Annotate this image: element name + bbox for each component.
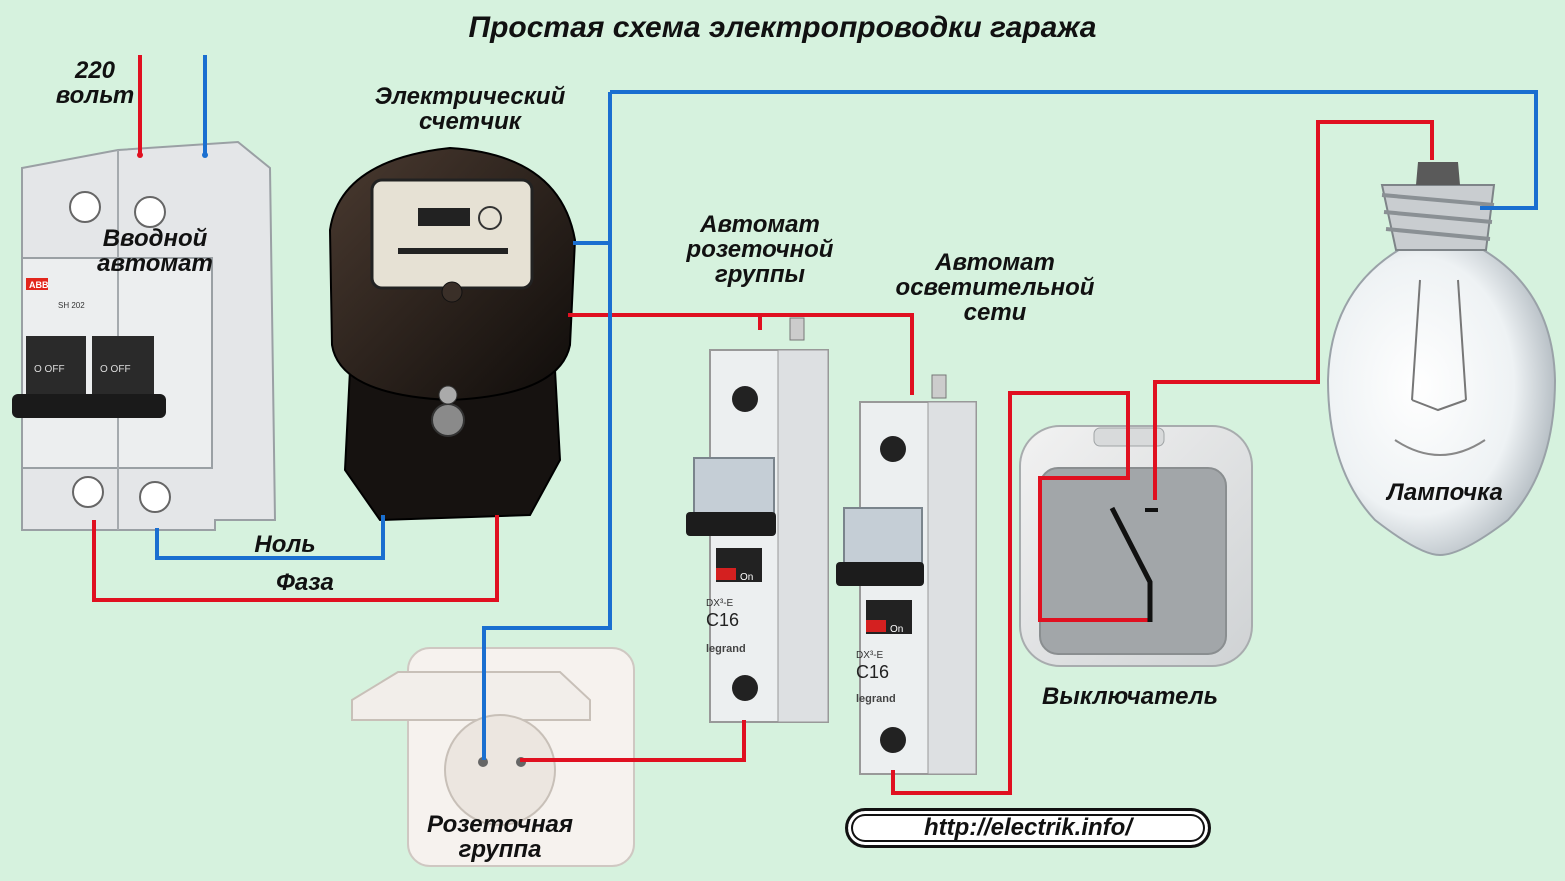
socket-breaker-label-line-3: группы — [714, 261, 805, 289]
rating-marking-1: C16 — [706, 610, 739, 630]
off-marking-1: O OFF — [34, 364, 65, 375]
phase-label: Фаза — [276, 569, 334, 596]
socket-label-line-2: группа — [458, 836, 542, 864]
abb-logo: ABB — [29, 280, 49, 290]
diagram-title: Простая схема электропроводки гаража — [468, 11, 1097, 44]
wire-terminals — [137, 152, 208, 158]
off-marking-2: O OFF — [100, 364, 131, 375]
socket-label-line-1: Розеточная — [426, 811, 574, 838]
phase-wires — [92, 55, 1434, 795]
main-breaker-label: Вводной автомат — [70, 225, 240, 278]
socket-breaker-label-line-1: Автомат — [700, 211, 820, 238]
source-url-link[interactable]: http://electrik.info/ — [845, 808, 1211, 848]
meter-label-line-2: счетчик — [419, 108, 521, 136]
lighting-breaker-label-line-1: Автомат — [935, 249, 1055, 276]
series-marking-1: DX³-E — [706, 598, 734, 609]
main-breaker-label-line-2: автомат — [97, 250, 213, 278]
lighting-breaker: On DX³-E C16 legrand — [836, 374, 977, 775]
main-breaker-label-line-1: Вводной — [102, 225, 208, 252]
lighting-breaker-label-line-2: осветительной — [895, 274, 1095, 302]
meter-label: Электрический счетчик — [330, 83, 610, 136]
lighting-breaker-label-line-3: сети — [963, 299, 1027, 327]
electric-meter — [328, 146, 577, 522]
meter-label-line-1: Электрический — [374, 83, 566, 110]
main-breaker: ABB SH 202 O OFF O OFF — [12, 140, 277, 531]
input-voltage-label: 220 вольт — [40, 57, 150, 110]
legrand-logo-1: legrand — [706, 643, 746, 655]
lamp-label: Лампочка — [1387, 479, 1503, 506]
socket-label: Розеточная группа — [400, 811, 600, 864]
on-marking-2: On — [890, 624, 903, 635]
input-voltage-line-2: вольт — [55, 82, 135, 110]
on-marking-1: On — [740, 572, 753, 583]
input-voltage-line-1: 220 — [74, 57, 116, 84]
switch-label: Выключатель — [1042, 683, 1218, 710]
neutral-wires — [155, 55, 1538, 760]
socket-breaker-label-line-2: розеточной — [686, 236, 834, 264]
socket-breaker-label: Автомат розеточной группы — [660, 212, 860, 288]
lighting-breaker-label: Автомат осветительной сети — [880, 250, 1110, 326]
series-marking-2: DX³-E — [856, 650, 884, 661]
lamp-bulb — [1326, 162, 1557, 557]
abb-model: SH 202 — [58, 301, 85, 310]
legrand-logo-2: legrand — [856, 693, 896, 705]
rating-marking-2: C16 — [856, 662, 889, 682]
socket — [351, 647, 635, 867]
light-switch — [1019, 425, 1253, 667]
socket-breaker: On DX³-E C16 legrand — [686, 317, 829, 723]
neutral-label: Ноль — [254, 531, 316, 558]
